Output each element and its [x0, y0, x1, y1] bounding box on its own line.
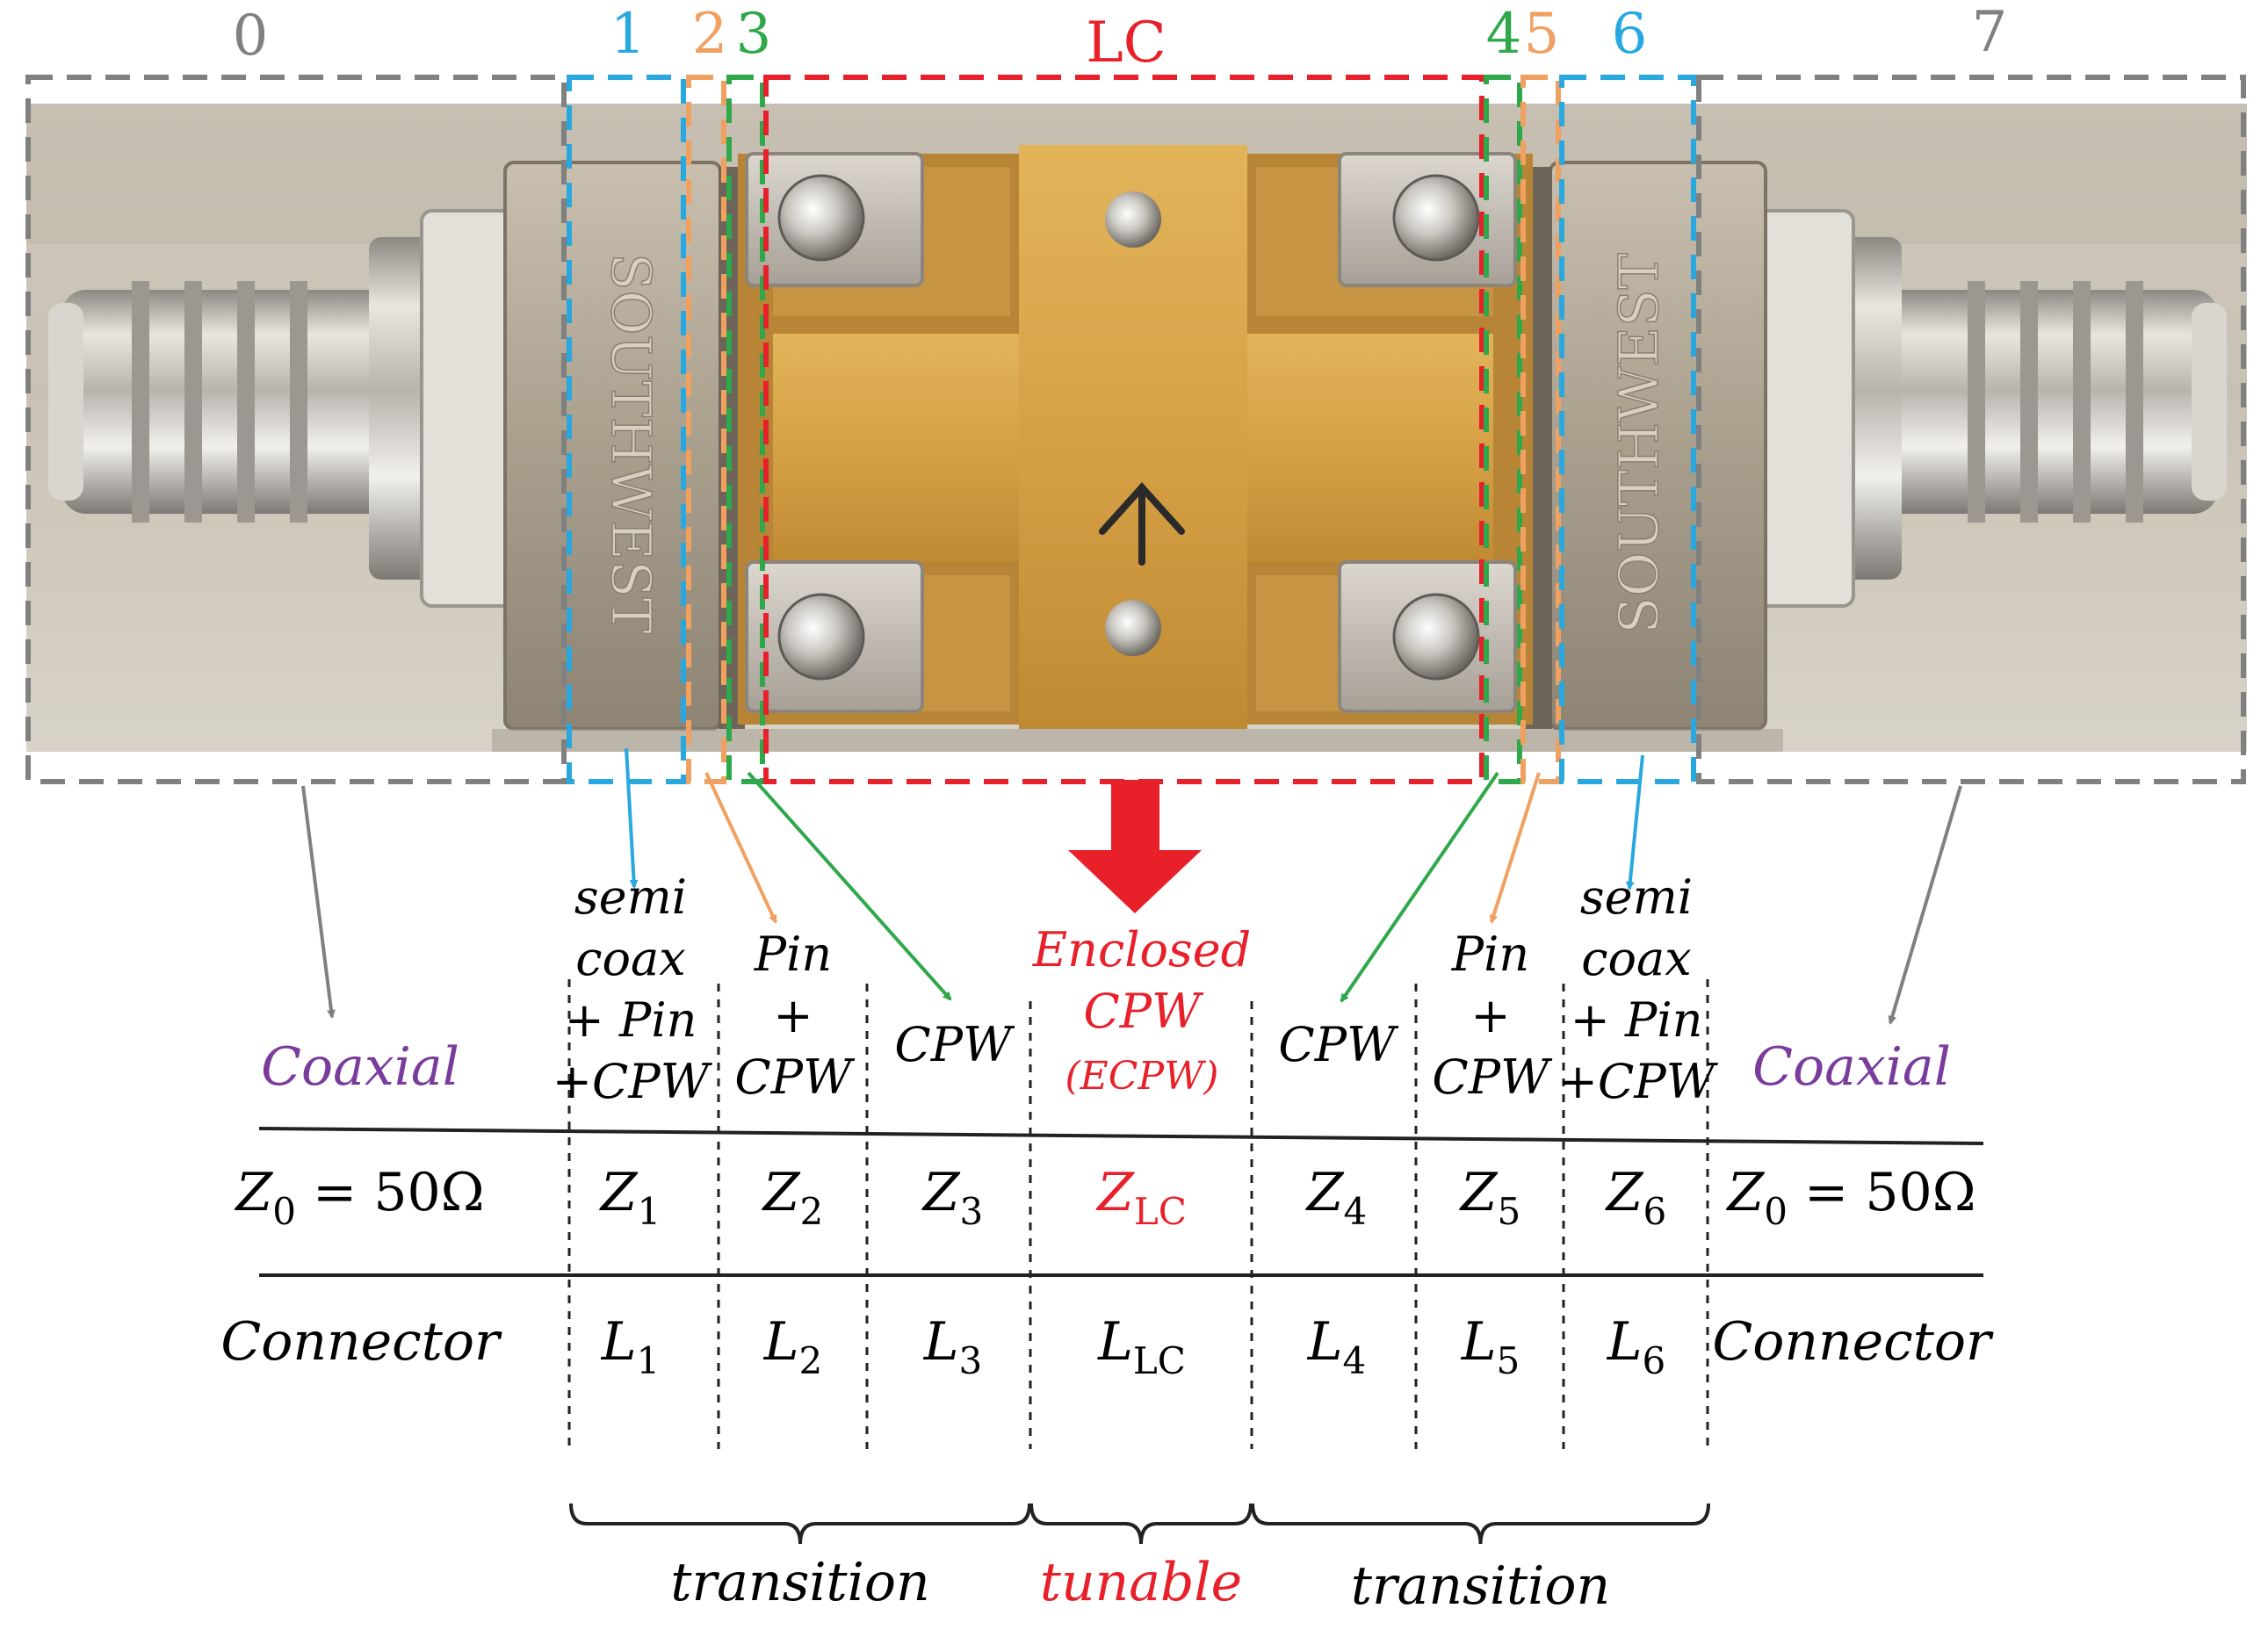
arrow-0 [301, 785, 336, 1019]
length_row-cell-8: Connector [1712, 1311, 1994, 1373]
length_row-cell-7: L6 [1607, 1311, 1666, 1382]
section-label-1: 1 [610, 2, 646, 67]
arrow-6 [1625, 754, 1644, 891]
type-cell-7-line-3: +CPW [1558, 1054, 1719, 1109]
region-3-box [726, 75, 765, 784]
impedance_row-cell-0: Z0 = 50Ω [235, 1162, 485, 1233]
brace-1 [1029, 1503, 1253, 1545]
arrow-1 [625, 747, 639, 889]
type-cell-2-line-1: + [773, 988, 813, 1043]
section-label-0: 0 [233, 4, 269, 69]
arrow-5 [1489, 772, 1541, 924]
group-label-2: transition [1351, 1555, 1610, 1617]
type-cell-1-line-0: semi [574, 869, 687, 925]
section-label-6: 6 [1612, 2, 1648, 67]
length_row-cell-4: LLC [1097, 1311, 1186, 1382]
length_row-cell-0: Connector [220, 1311, 502, 1373]
right-engraving: SOUTHWEST [1607, 253, 1671, 634]
left-engraving: SOUTHWEST [599, 253, 663, 634]
length_row-cell-2: L2 [763, 1311, 823, 1382]
arrow-2 [704, 772, 777, 924]
fixture-photo: SOUTHWEST SOUTHWEST [26, 104, 2247, 752]
brace-2 [1251, 1503, 1710, 1545]
type-cell-4-line-2: (ECPW) [1065, 1054, 1219, 1099]
impedance_row-cell-6: Z5 [1459, 1162, 1520, 1233]
left-connector-body: SOUTHWEST [503, 161, 745, 731]
region-1-box [567, 75, 686, 784]
type-cell-4-line-0: Enclosed [1032, 922, 1251, 977]
type-cell-1-line-1: coax [575, 931, 685, 986]
group-label-1: tunable [1040, 1552, 1242, 1613]
type-cell-5: CPW [1278, 1017, 1399, 1072]
type-cell-1-line-2: + Pin [565, 992, 697, 1048]
section-label-4: 4 [1486, 2, 1522, 67]
group-labels: transition tunable transition [670, 1552, 1610, 1617]
length_row-cell-5: L4 [1307, 1311, 1367, 1382]
region-2-box [686, 75, 726, 784]
region-0-box [25, 75, 567, 784]
region-5-box [1520, 75, 1561, 784]
type-cell-1-line-3: +CPW [553, 1054, 713, 1109]
impedance_row-cell-5: Z4 [1305, 1162, 1367, 1233]
impedance_row-cell-1: Z1 [599, 1162, 661, 1233]
section-label-3: 3 [736, 2, 772, 67]
impedance_row-cell-2: Z2 [762, 1162, 823, 1233]
length-row: Connector L1 L2 L3 LLC L4 L5 L6 Connector [220, 1311, 1994, 1382]
screw-icon [1105, 600, 1161, 656]
arrow-mark-icon [1099, 482, 1185, 566]
type-cell-6-line-1: + [1470, 988, 1510, 1043]
type-cell-7-line-2: + Pin [1571, 992, 1703, 1048]
type-cell-4-line-1: CPW [1083, 984, 1204, 1039]
type-cell-6-line-2: CPW [1432, 1049, 1553, 1105]
down-arrow-icon [1068, 780, 1202, 913]
type-cell-2-line-0: Pin [754, 927, 832, 982]
table-lines [258, 979, 1984, 1449]
callout-arrows [301, 747, 1962, 1025]
section-label-lc: LC [1086, 11, 1166, 76]
impedance_row-cell-4: ZLC [1095, 1162, 1187, 1233]
impedance_row-cell-8: Z0 = 50Ω [1726, 1162, 1976, 1233]
type-cell-8: Coaxial [1752, 1036, 1951, 1098]
group-braces [569, 1503, 1710, 1545]
arrow-3 [747, 771, 952, 1001]
type-cell-6-line-0: Pin [1451, 927, 1529, 982]
left-sma-connector [48, 209, 520, 608]
impedance_row-cell-7: Z6 [1605, 1162, 1666, 1233]
arrow-7 [1888, 785, 1962, 1025]
arrow-4 [1340, 771, 1499, 1003]
type-cell-7-line-1: coax [1581, 931, 1691, 986]
column-dividers [567, 979, 1709, 1449]
type-cell-0: Coaxial [261, 1036, 459, 1098]
type-cell-3: CPW [894, 1017, 1015, 1072]
length_row-cell-6: L5 [1461, 1311, 1520, 1382]
clamp-plates [745, 152, 1517, 713]
impedance_row-cell-3: Z3 [921, 1162, 983, 1233]
type-cell-7-line-0: semi [1580, 869, 1693, 925]
type-cell-2-line-2: CPW [734, 1049, 856, 1105]
section-label-7: 7 [1972, 0, 2008, 65]
group-label-0: transition [670, 1552, 929, 1613]
section-label-5: 5 [1524, 2, 1560, 67]
length_row-cell-3: L3 [923, 1311, 983, 1382]
length_row-cell-1: L1 [601, 1311, 661, 1382]
screw-icon [1105, 191, 1161, 248]
section-label-2: 2 [692, 2, 728, 67]
impedance-row: Z0 = 50Ω Z1 Z2 Z3 ZLC Z4 Z5 Z6 Z0 = 50Ω [235, 1162, 1976, 1233]
right-sma-connector [1755, 209, 2227, 608]
rule-top [258, 1127, 1984, 1145]
brace-0 [569, 1503, 1031, 1545]
region-4-box [1484, 75, 1522, 784]
region-7-box [1696, 75, 2246, 784]
region-6-box [1559, 75, 1696, 784]
